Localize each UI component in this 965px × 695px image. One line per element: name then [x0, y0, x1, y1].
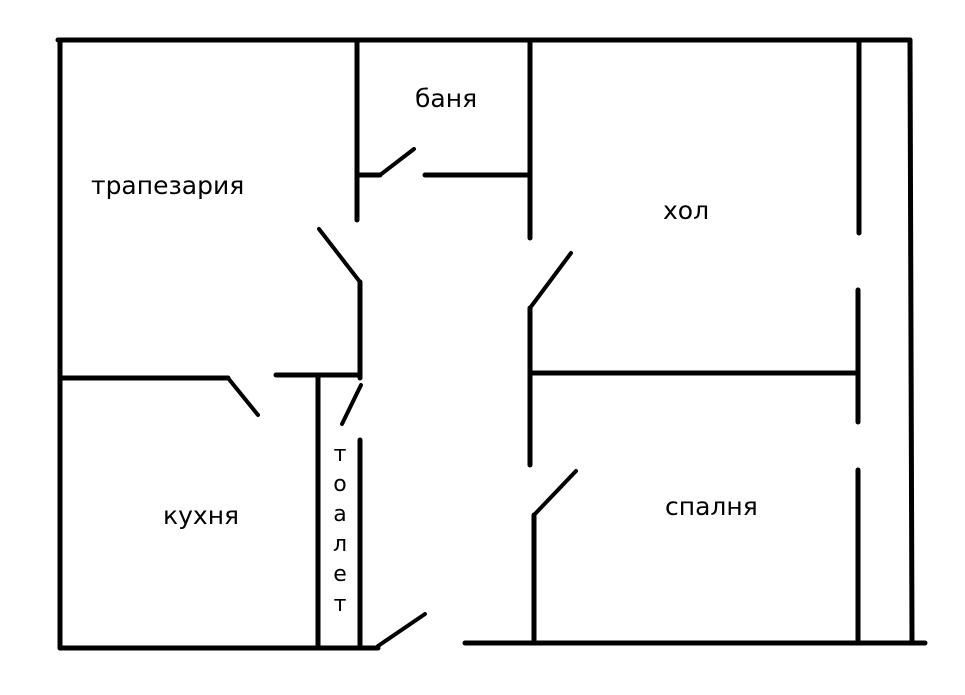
toilet-letter: о [333, 472, 347, 497]
living-door [528, 251, 573, 310]
toilet-letter: а [333, 502, 347, 527]
bedroom-label: спалня [665, 492, 758, 521]
dining-room-label: трапезария [91, 171, 245, 200]
entrance-door [376, 612, 427, 648]
toilet-letter: л [332, 532, 348, 557]
toilet-door [340, 383, 363, 426]
toilet-label: т о а л е т [328, 440, 352, 620]
bedroom-door [532, 469, 578, 517]
bath-door [378, 147, 416, 177]
toilet-letter: е [333, 562, 347, 587]
toilet-letter: т [333, 442, 347, 467]
outer-wall-right [907, 37, 915, 643]
toilet-letter: т [333, 592, 347, 617]
walls [55, 37, 928, 651]
bath-label: баня [415, 84, 478, 113]
living-room-label: хол [663, 196, 710, 225]
dining-door [317, 227, 362, 284]
doors [226, 147, 578, 648]
kitchen-door [226, 376, 260, 417]
kitchen-label: кухня [163, 501, 240, 530]
